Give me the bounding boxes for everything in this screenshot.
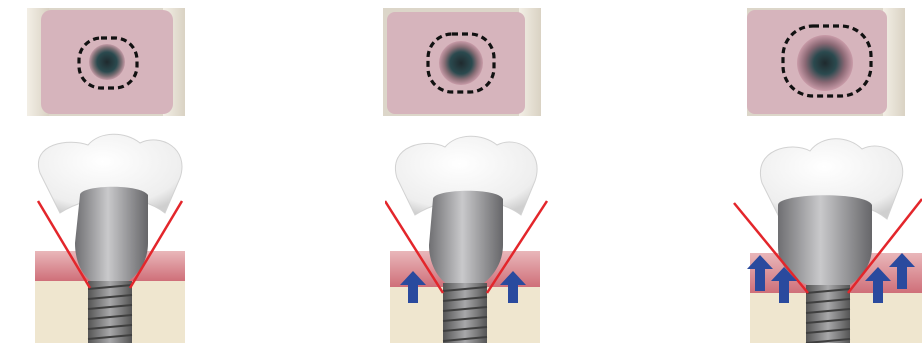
- implant-illustration-center: [385, 133, 585, 343]
- abutment: [75, 187, 148, 283]
- gingiva-photo-left: [27, 8, 185, 116]
- implant-screw: [806, 285, 850, 343]
- implant-screw: [443, 283, 487, 343]
- implant-screw: [88, 281, 132, 343]
- gingiva-photo-center: [383, 8, 541, 116]
- implant-illustration-left: [30, 133, 230, 343]
- gingiva-photo-right: [747, 8, 905, 116]
- implant-illustration-right: [722, 133, 922, 343]
- abutment: [429, 191, 503, 285]
